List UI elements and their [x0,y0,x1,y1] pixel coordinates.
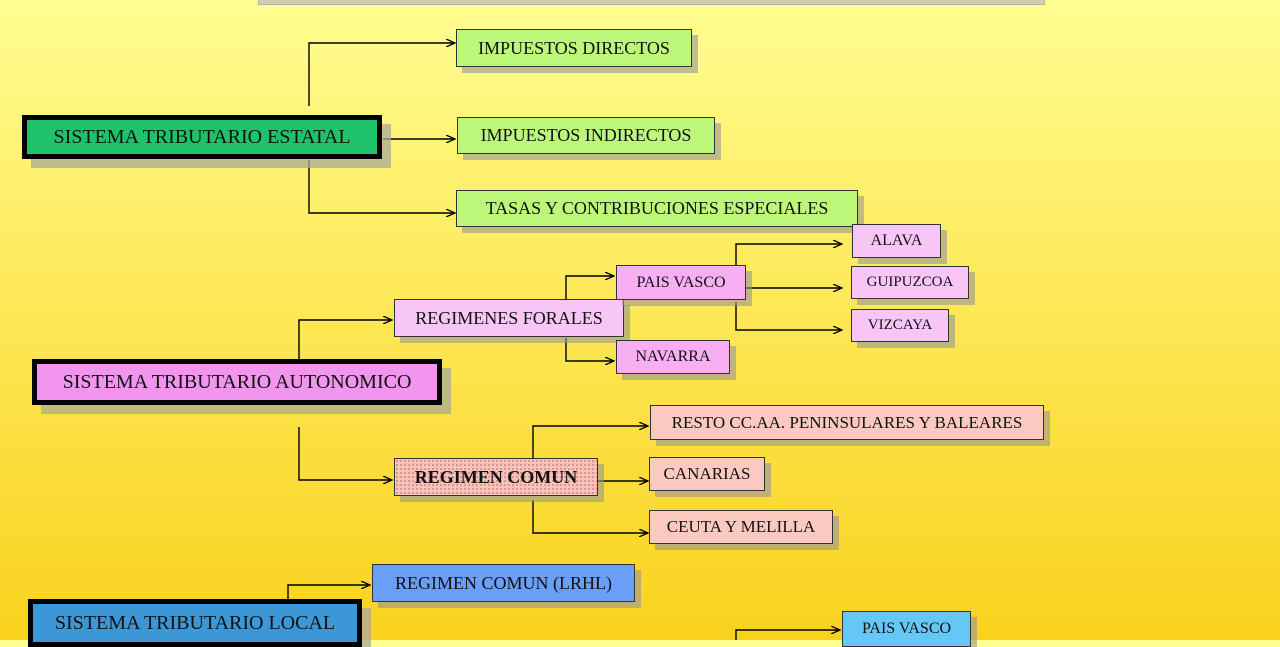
regimen-comun-lrhl-box: REGIMEN COMUN (LRHL) [372,564,635,602]
tasas-contribuciones-label: TASAS Y CONTRIBUCIONES ESPECIALES [485,198,829,218]
local-pais-vasco-box: PAIS VASCO [842,611,971,647]
connector-comun-resto [532,426,648,458]
alava-box: ALAVA [852,224,941,258]
pais-vasco-box: PAIS VASCO [616,265,746,300]
impuestos-indirectos-box: IMPUESTOS INDIRECTOS [457,117,715,154]
connector-local-paisvasco [735,630,840,640]
connector-autonomico-forales [298,320,392,359]
ceuta-melilla-box: CEUTA Y MELILLA [649,510,833,544]
connector-forales-navarra [565,338,614,361]
regimenes-forales-label: REGIMENES FORALES [415,307,603,328]
sistema-autonomico-box: SISTEMA TRIBUTARIO AUTONOMICO [32,359,442,405]
pais-vasco-label: PAIS VASCO [636,273,726,291]
connector-estatal-tasas [308,160,455,213]
connector-autonomico-comun [298,427,392,480]
connector-forales-paisvasco [565,276,614,300]
impuestos-directos-box: IMPUESTOS DIRECTOS [456,29,692,67]
canarias-label: CANARIAS [663,464,751,483]
local-pais-vasco-label: PAIS VASCO [861,620,952,637]
tasas-contribuciones-box: TASAS Y CONTRIBUCIONES ESPECIALES [456,190,858,227]
sistema-local-box: SISTEMA TRIBUTARIO LOCAL [28,599,362,647]
top-banner-edge [258,0,1045,5]
ceuta-melilla-label: CEUTA Y MELILLA [666,517,816,536]
sistema-autonomico-label: SISTEMA TRIBUTARIO AUTONOMICO [62,370,412,393]
connector-estatal-directos [308,43,455,106]
regimen-comun-label: REGIMEN COMUN [414,466,578,487]
impuestos-directos-label: IMPUESTOS DIRECTOS [478,37,670,58]
navarra-box: NAVARRA [616,340,730,374]
connector-local-comun [287,585,370,600]
vizcaya-label: VIZCAYA [867,317,933,333]
impuestos-indirectos-label: IMPUESTOS INDIRECTOS [480,125,692,145]
regimenes-forales-box: REGIMENES FORALES [394,299,624,337]
guipuzcoa-box: GUIPUZCOA [851,266,969,299]
sistema-estatal-box: SISTEMA TRIBUTARIO ESTATAL [22,115,382,159]
connector-paisvasco-alava [735,244,842,268]
sistema-local-label: SISTEMA TRIBUTARIO LOCAL [54,611,336,634]
navarra-label: NAVARRA [635,348,711,365]
resto-ccaa-label: RESTO CC.AA. PENINSULARES Y BALEARES [671,412,1023,432]
canarias-box: CANARIAS [649,457,765,491]
vizcaya-box: VIZCAYA [851,309,949,342]
alava-label: ALAVA [870,232,923,249]
regimen-comun-box: REGIMEN COMUN [394,458,598,496]
sistema-estatal-label: SISTEMA TRIBUTARIO ESTATAL [53,125,351,148]
resto-ccaa-box: RESTO CC.AA. PENINSULARES Y BALEARES [650,405,1044,440]
connector-paisvasco-vizcaya [735,302,842,330]
connector-comun-ceuta [532,500,648,533]
regimen-comun-lrhl-label: REGIMEN COMUN (LRHL) [395,572,612,593]
guipuzcoa-label: GUIPUZCOA [866,274,954,290]
